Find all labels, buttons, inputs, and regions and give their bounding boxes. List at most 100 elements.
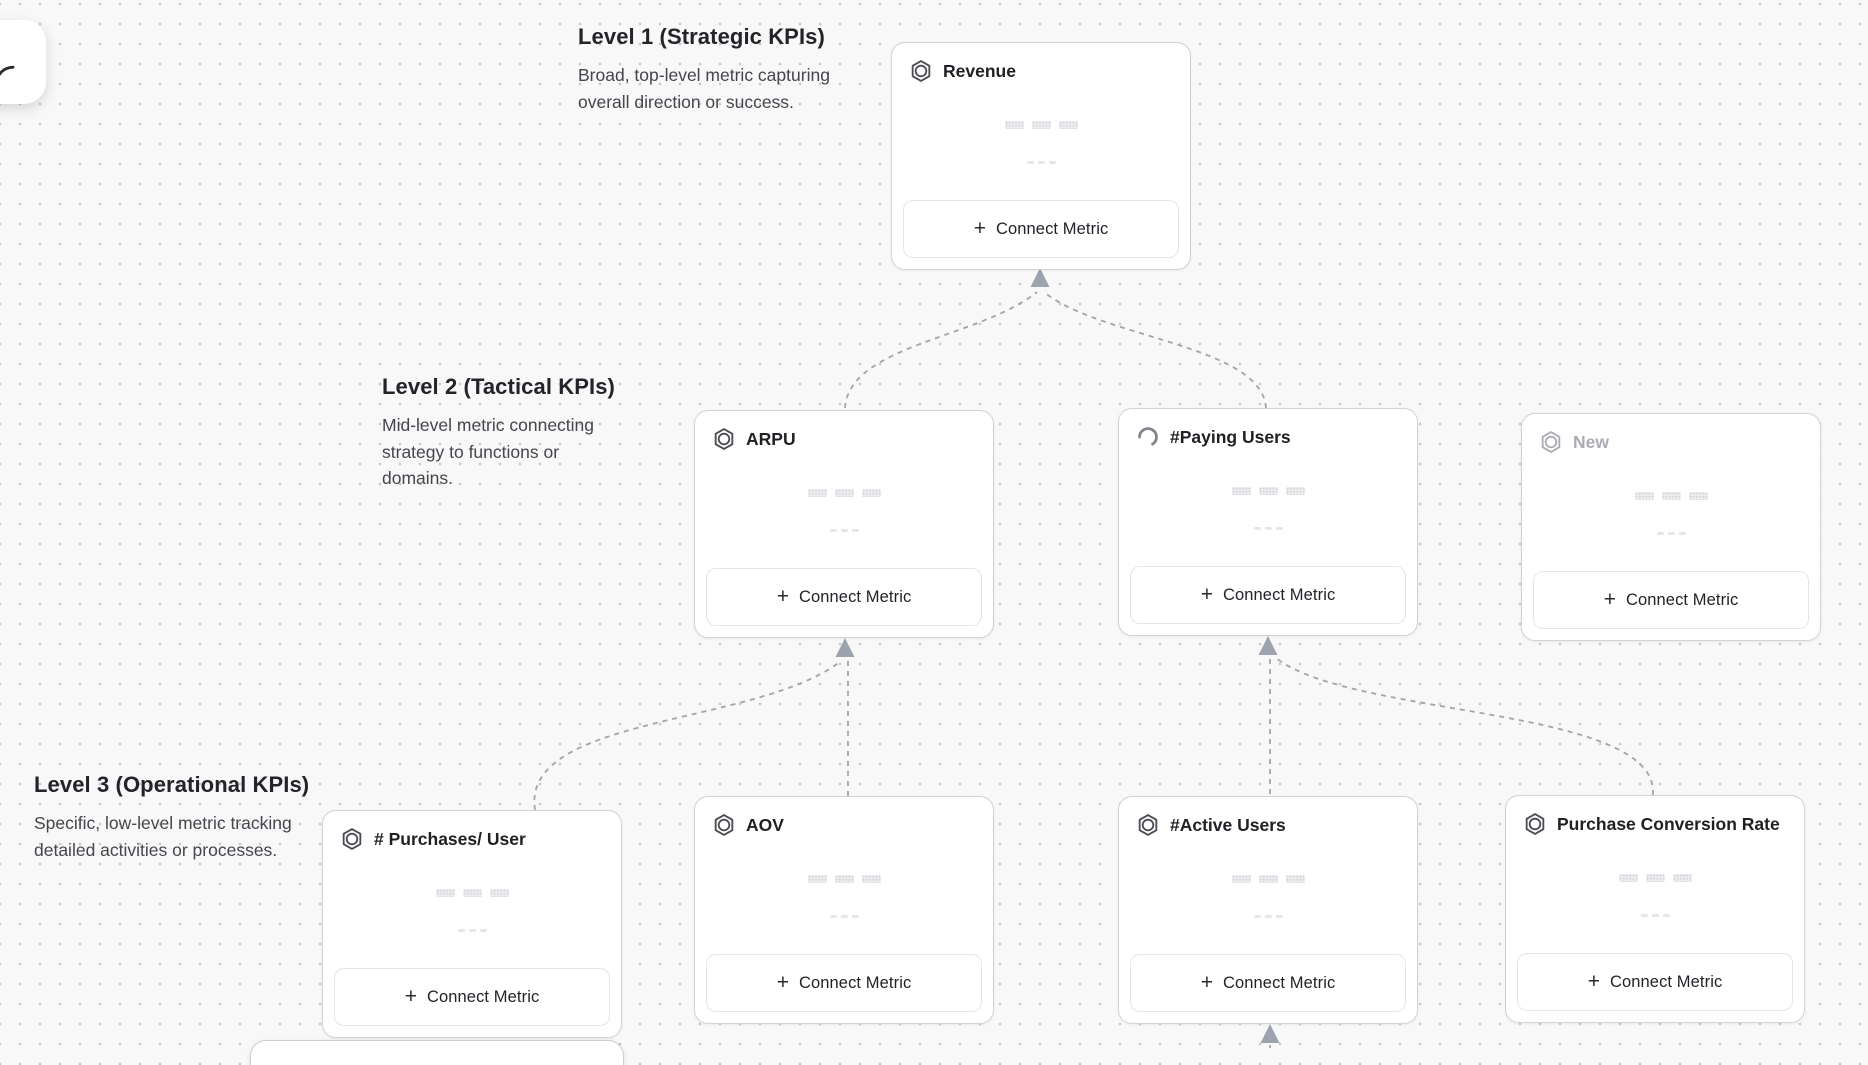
spinner-icon — [1138, 427, 1158, 446]
level-3-header: Level 3 (Operational KPIs) Specific, low… — [34, 772, 326, 863]
skeleton-dash — [840, 915, 848, 918]
skeleton-row — [1522, 532, 1820, 535]
skeleton-bar — [1285, 487, 1305, 495]
skeleton-dash — [829, 915, 837, 918]
connect-metric-button[interactable]: + Connect Metric — [334, 968, 610, 1026]
skeleton-dash — [457, 929, 465, 932]
skeleton-bar — [435, 889, 455, 897]
skeleton-row — [695, 529, 993, 532]
skeleton-bar — [1672, 874, 1692, 882]
skeleton-dash — [1640, 914, 1648, 917]
skeleton-row — [892, 161, 1190, 164]
skeleton-row — [1119, 487, 1417, 495]
plus-icon: + — [776, 584, 789, 608]
connector-purchases-to-arpu — [533, 660, 842, 811]
metric-card-active-users[interactable]: #Active Users + Connect Metric — [1118, 796, 1418, 1024]
skeleton-dash — [1678, 532, 1686, 535]
skeleton-dash — [1275, 915, 1283, 918]
connect-metric-button[interactable]: + Connect Metric — [706, 954, 982, 1012]
card-title: # Purchases/ User — [374, 828, 526, 849]
connect-metric-button[interactable]: + Connect Metric — [1533, 571, 1809, 629]
skeleton-bar — [1004, 121, 1024, 129]
skeleton-dash — [1651, 914, 1659, 917]
connector-arpu-to-revenue — [844, 291, 1038, 409]
metric-card-aov[interactable]: AOV + Connect Metric — [694, 796, 994, 1024]
skeleton-bar — [1634, 492, 1654, 500]
skeleton-bar — [1231, 875, 1251, 883]
card-header: New — [1538, 429, 1609, 455]
metric-card-purchases-per-user[interactable]: # Purchases/ User + Connect Metric — [322, 810, 622, 1038]
connect-metric-button[interactable]: + Connect Metric — [1130, 566, 1406, 624]
metric-card-paying-users[interactable]: #Paying Users + Connect Metric — [1118, 408, 1418, 636]
card-title: ARPU — [746, 428, 796, 449]
skeleton-bar — [1285, 875, 1305, 883]
level-2-title: Level 2 (Tactical KPIs) — [382, 374, 615, 399]
skeleton-dash — [1662, 914, 1670, 917]
connect-metric-button[interactable]: + Connect Metric — [1130, 954, 1406, 1012]
skeleton-bar — [807, 489, 827, 497]
connect-metric-label: Connect Metric — [995, 219, 1109, 238]
card-title: Purchase Conversion Rate — [1557, 813, 1780, 834]
connect-metric-label: Connect Metric — [1222, 973, 1336, 992]
skeleton-bar — [489, 889, 509, 897]
card-header: AOV — [711, 812, 784, 838]
plus-icon: + — [404, 984, 417, 1008]
skeleton-row — [1119, 527, 1417, 530]
connect-metric-button[interactable]: + Connect Metric — [1517, 953, 1793, 1011]
metric-hexagon-icon — [911, 60, 931, 82]
skeleton-row — [695, 875, 993, 883]
skeleton-bar — [1645, 874, 1665, 882]
skeleton-row — [1119, 875, 1417, 883]
level-3-title: Level 3 (Operational KPIs) — [34, 772, 310, 797]
skeleton-bar — [1618, 874, 1638, 882]
connect-metric-label: Connect Metric — [1625, 590, 1739, 609]
skeleton-dash — [1656, 532, 1664, 535]
metric-card-purchase-conversion-rate[interactable]: Purchase Conversion Rate + Connect Metri… — [1505, 795, 1805, 1023]
metric-card-arpu[interactable]: ARPU + Connect Metric — [694, 410, 994, 638]
level-2-header: Level 2 (Tactical KPIs) Mid-level metric… — [382, 374, 620, 492]
connect-metric-label: Connect Metric — [1609, 972, 1723, 991]
skeleton-dash — [851, 529, 859, 532]
skeleton-dash — [851, 915, 859, 918]
card-header: Revenue — [908, 58, 1016, 84]
card-header: #Active Users — [1135, 812, 1286, 838]
skeleton-row — [323, 929, 621, 932]
skeleton-dash — [479, 929, 487, 932]
skeleton-bar — [807, 875, 827, 883]
plus-icon: + — [776, 970, 789, 994]
arrowhead-paying — [1258, 636, 1278, 655]
skeleton-dash — [468, 929, 476, 932]
plus-icon: + — [1603, 587, 1616, 611]
floating-tool-button[interactable] — [0, 20, 46, 104]
plus-icon: + — [1587, 969, 1600, 993]
card-header: Purchase Conversion Rate — [1522, 811, 1780, 837]
skeleton-dash — [1048, 161, 1056, 164]
plus-icon: + — [1200, 582, 1213, 606]
skeleton-bar — [462, 889, 482, 897]
connect-metric-button[interactable]: + Connect Metric — [706, 568, 982, 626]
card-title: Revenue — [943, 60, 1016, 81]
level-3-description: Specific, low-level metric tracking deta… — [34, 813, 292, 860]
metric-card-new[interactable]: New + Connect Metric — [1521, 413, 1821, 641]
connect-metric-label: Connect Metric — [798, 973, 912, 992]
skeleton-dash — [1264, 915, 1272, 918]
level-1-title: Level 1 (Strategic KPIs) — [578, 24, 825, 49]
skeleton-bar — [1258, 487, 1278, 495]
connect-metric-button[interactable]: + Connect Metric — [903, 200, 1179, 258]
skeleton-bar — [834, 875, 854, 883]
skeleton-dash — [840, 529, 848, 532]
skeleton-row — [695, 915, 993, 918]
skeleton-dash — [1667, 532, 1675, 535]
skeleton-bar — [861, 489, 881, 497]
skeleton-dash — [1275, 527, 1283, 530]
metric-hexagon-icon — [342, 828, 362, 850]
metric-card-revenue[interactable]: Revenue + Connect Metric — [891, 42, 1191, 270]
skeleton-dash — [1253, 527, 1261, 530]
metric-hexagon-icon — [714, 814, 734, 836]
arrowhead-active — [1260, 1024, 1280, 1043]
card-header: #Paying Users — [1135, 424, 1291, 450]
card-header: ARPU — [711, 426, 796, 452]
metric-card-partial-offscreen[interactable] — [250, 1040, 624, 1065]
skeleton-dash — [829, 529, 837, 532]
